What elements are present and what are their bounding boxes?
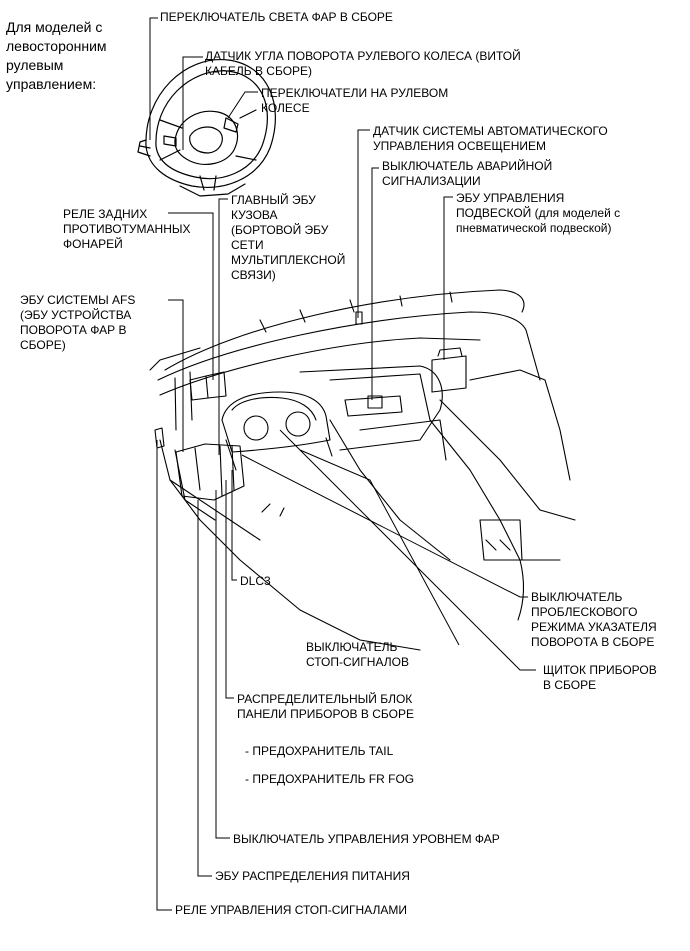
label-line: ВЫКЛЮЧАТЕЛЬ УПРАВЛЕНИЯ УРОВНЕМ ФАР	[233, 832, 500, 846]
label-line: ВЫКЛЮЧАТЕЛЬ	[306, 640, 398, 654]
lhd-models-note: Для моделей с левосторонним рулевым упра…	[6, 18, 107, 94]
label-line: РЕЛЕ ЗАДНИХ	[63, 207, 148, 221]
label-power-dist-ecu: ЭБУ РАСПРЕДЕЛЕНИЯ ПИТАНИЯ	[215, 869, 410, 884]
label-dlc3: DLC3	[240, 574, 271, 589]
label-fuse-tail: - ПРЕДОХРАНИТЕЛЬ TAIL	[245, 744, 393, 759]
label-line: РЕЖИМА УКАЗАТЕЛЯ	[531, 620, 657, 634]
label-line: ЭБУ УПРАВЛЕНИЯ	[456, 191, 565, 205]
label-steering-sensor: ДАТЧИК УГЛА ПОВОРОТА РУЛЕВОГО КОЛЕСА (ВИ…	[205, 49, 521, 79]
label-headlight-switch: ПЕРЕКЛЮЧАТЕЛЬ СВЕТА ФАР В СБОРЕ	[160, 10, 393, 25]
label-line: МУЛЬТИПЛЕКСНОЙ	[231, 253, 346, 267]
label-line: ЭБУ РАСПРЕДЕЛЕНИЯ ПИТАНИЯ	[215, 869, 410, 883]
label-line: ФОНАРЕЙ	[63, 237, 123, 251]
label-line: - ПРЕДОХРАНИТЕЛЬ FR FOG	[245, 772, 415, 786]
label-line: ПОДВЕСКОЙ (для моделей с	[456, 206, 621, 220]
label-line: СВЯЗИ)	[231, 268, 276, 282]
label-hazard-switch: ВЫКЛЮЧАТЕЛЬ АВАРИЙНОЙ СИГНАЛИЗАЦИИ	[382, 159, 552, 189]
note-line: рулевым	[6, 57, 64, 73]
label-leveling-switch: ВЫКЛЮЧАТЕЛЬ УПРАВЛЕНИЯ УРОВНЕМ ФАР	[233, 832, 500, 847]
label-line: УПРАВЛЕНИЯ ОСВЕЩЕНИЕМ	[373, 139, 547, 153]
label-line: КУЗОВА	[231, 208, 278, 222]
label-main-body-ecu: ГЛАВНЫЙ ЭБУ КУЗОВА (БОРТОВОЙ ЭБУ СЕТИ МУ…	[231, 193, 345, 283]
label-line: ПОВОРОТА В СБОРЕ	[531, 635, 655, 649]
label-line: КОЛЕСЕ	[261, 101, 310, 115]
label-line: РАСПРЕДЕЛИТЕЛЬНЫЙ БЛОК	[237, 692, 413, 706]
label-line: СЕТИ	[231, 238, 264, 252]
label-line: СТОП-СИГНАЛОВ	[306, 655, 409, 669]
label-line: ЭБУ СИСТЕМЫ AFS	[20, 293, 136, 307]
label-line: ДАТЧИК СИСТЕМЫ АВТОМАТИЧЕСКОГО	[373, 124, 608, 138]
label-line: ВЫКЛЮЧАТЕЛЬ	[531, 590, 623, 604]
label-line: КАБЕЛЬ В СБОРЕ)	[205, 64, 313, 78]
label-line: ПРОТИВОТУМАННЫХ	[63, 222, 191, 236]
label-line: ВЫКЛЮЧАТЕЛЬ АВАРИЙНОЙ	[382, 159, 553, 173]
leader-lines	[149, 17, 536, 911]
label-line: ГЛАВНЫЙ ЭБУ	[231, 193, 316, 207]
label-line: ЩИТОК ПРИБОРОВ	[543, 663, 657, 677]
note-line: Для моделей с	[6, 19, 103, 35]
label-line: пневматической подвеской)	[456, 221, 612, 235]
label-steering-pad-switches: ПЕРЕКЛЮЧАТЕЛИ НА РУЛЕВОМ КОЛЕСЕ	[261, 86, 448, 116]
label-afs-ecu: ЭБУ СИСТЕМЫ AFS (ЭБУ УСТРОЙСТВА ПОВОРОТА…	[20, 293, 135, 353]
label-line: ПРОБЛЕСКОВОГО	[531, 605, 638, 619]
label-line: (ЭБУ УСТРОЙСТВА	[20, 308, 132, 322]
label-line: ДАТЧИК УГЛА ПОВОРОТА РУЛЕВОГО КОЛЕСА (ВИ…	[205, 49, 521, 63]
label-rear-fog-relay: РЕЛЕ ЗАДНИХ ПРОТИВОТУМАННЫХ ФОНАРЕЙ	[63, 207, 191, 252]
label-turn-flasher-switch: ВЫКЛЮЧАТЕЛЬ ПРОБЛЕСКОВОГО РЕЖИМА УКАЗАТЕ…	[531, 590, 657, 650]
label-line: ПЕРЕКЛЮЧАТЕЛИ НА РУЛЕВОМ	[261, 86, 449, 100]
label-line: РЕЛЕ УПРАВЛЕНИЯ СТОП-СИГНАЛАМИ	[175, 903, 407, 917]
label-stop-light-switch: ВЫКЛЮЧАТЕЛЬ СТОП-СИГНАЛОВ	[306, 640, 409, 670]
label-line: ПЕРЕКЛЮЧАТЕЛЬ СВЕТА ФАР В СБОРЕ	[160, 10, 393, 24]
label-line: ПАНЕЛИ ПРИБОРОВ В СБОРЕ	[237, 707, 414, 721]
label-line: DLC3	[240, 574, 271, 588]
label-line: (БОРТОВОЙ ЭБУ	[231, 223, 329, 237]
label-fuse-fr-fog: - ПРЕДОХРАНИТЕЛЬ FR FOG	[245, 772, 414, 787]
note-line: левосторонним	[6, 38, 107, 54]
label-auto-light-sensor: ДАТЧИК СИСТЕМЫ АВТОМАТИЧЕСКОГО УПРАВЛЕНИ…	[373, 124, 608, 154]
steering-wheel-illustration	[137, 59, 276, 197]
dashboard-illustration	[149, 289, 576, 651]
note-line: управлением:	[6, 76, 97, 92]
label-combination-meter: ЩИТОК ПРИБОРОВ В СБОРЕ	[543, 663, 657, 693]
label-line: СБОРЕ)	[20, 338, 66, 352]
label-suspension-ecu: ЭБУ УПРАВЛЕНИЯ ПОДВЕСКОЙ (для моделей с …	[456, 191, 620, 236]
label-stop-light-relay: РЕЛЕ УПРАВЛЕНИЯ СТОП-СИГНАЛАМИ	[175, 903, 407, 918]
label-line: В СБОРЕ	[543, 678, 597, 692]
label-line: ПОВОРОТА ФАР В	[20, 323, 127, 337]
label-line: - ПРЕДОХРАНИТЕЛЬ TAIL	[245, 744, 394, 758]
label-junction-block: РАСПРЕДЕЛИТЕЛЬНЫЙ БЛОК ПАНЕЛИ ПРИБОРОВ В…	[237, 692, 414, 722]
label-line: СИГНАЛИЗАЦИИ	[382, 174, 481, 188]
